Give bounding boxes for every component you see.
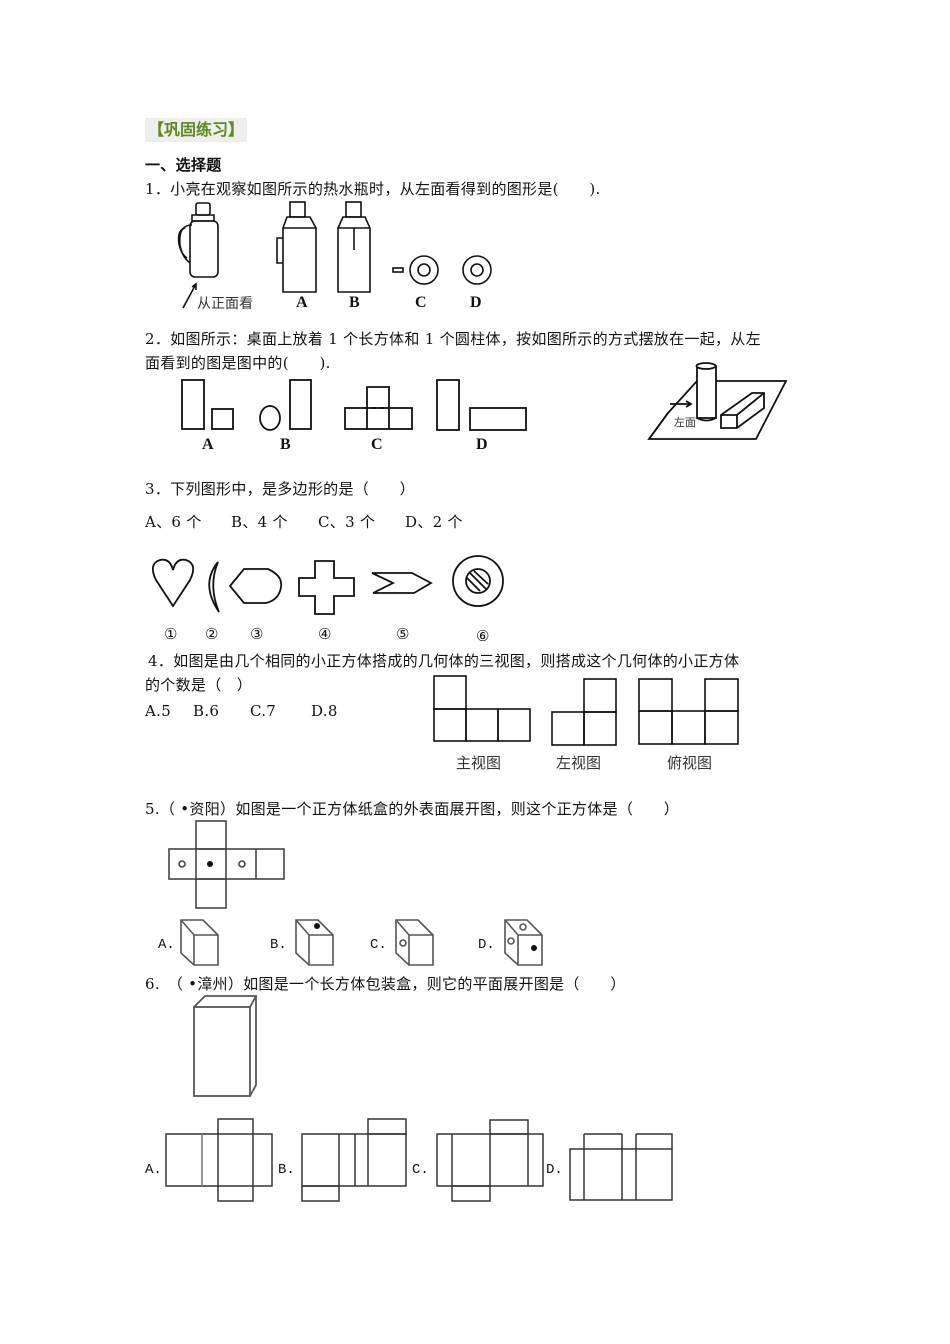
top-view-caption: 俯视图 [667, 754, 713, 772]
q1-option-a-label: A [296, 294, 308, 311]
q4-option-c: C.7 [250, 702, 277, 720]
question-1-text: 1．小亮在观察如图所示的热水瓶时，从左面看得到的图形是( ). [145, 180, 601, 198]
section-title: 【巩固练习】 [145, 118, 248, 142]
q4-option-d: D.8 [311, 702, 338, 720]
q2-option-d-label: D [476, 436, 488, 453]
q3-option-d: D、2 个 [405, 513, 463, 531]
question-4-line-2: 的个数是（ ） [145, 676, 253, 694]
q2-option-b-label: B [280, 436, 291, 453]
question-6-text: 6. （ •漳州）如图是一个长方体包装盒，则它的平面展开图是（ ） [145, 975, 626, 993]
front-view-caption: 主视图 [456, 754, 502, 772]
q2-option-c-label: C [371, 436, 383, 453]
question-2-line-2: 面看到的图是图中的( ). [145, 354, 331, 372]
q2-option-a-label: A [202, 436, 214, 453]
shape-label-6: ⑥ [476, 627, 490, 645]
shape-label-1: ① [164, 625, 178, 643]
shape-label-2: ② [205, 625, 219, 643]
q6-option-c-label: C. [412, 1162, 429, 1178]
q1-option-c-label: C [415, 294, 427, 311]
q1-option-b-label: B [349, 294, 360, 311]
q5-option-b-label: B. [270, 937, 287, 953]
question-4-line-1: 4．如图是由几个相同的小正方体搭成的几何体的三视图，则搭成这个几何体的小正方体 [148, 652, 740, 670]
question-2-line-1: 2．如图所示：桌面上放着 1 个长方体和 1 个圆柱体，按如图所示的方式摆放在一… [145, 330, 761, 348]
q5-option-d-label: D. [478, 937, 495, 953]
q3-option-b: B、4 个 [231, 513, 288, 531]
q6-option-a-label: A. [145, 1162, 162, 1178]
q3-option-a: A、6 个 [145, 513, 202, 531]
q5-option-a-label: A. [158, 937, 175, 953]
question-5-text: 5.（ •资阳）如图是一个正方体纸盒的外表面展开图，则这个正方体是（ ） [145, 800, 680, 818]
q3-option-c: C、3 个 [318, 513, 376, 531]
shape-label-4: ④ [318, 625, 332, 643]
shape-label-5: ⑤ [396, 625, 410, 643]
thermos-caption: 从正面看 [197, 296, 253, 312]
shape-label-3: ③ [250, 625, 264, 643]
q6-option-b-label: B. [278, 1162, 295, 1178]
q5-option-c-label: C. [370, 937, 387, 953]
q4-option-b: B.6 [193, 702, 220, 720]
question-3-text: 3．下列图形中，是多边形的是（ ） [145, 480, 415, 498]
left-view-caption: 左视图 [556, 754, 602, 772]
q4-option-a: A.5 [145, 702, 172, 720]
desk-left-caption: 左面 [674, 416, 696, 429]
q1-option-d-label: D [470, 294, 482, 311]
part-heading: 一、选择题 [145, 156, 222, 174]
q6-option-d-label: D. [546, 1162, 563, 1178]
